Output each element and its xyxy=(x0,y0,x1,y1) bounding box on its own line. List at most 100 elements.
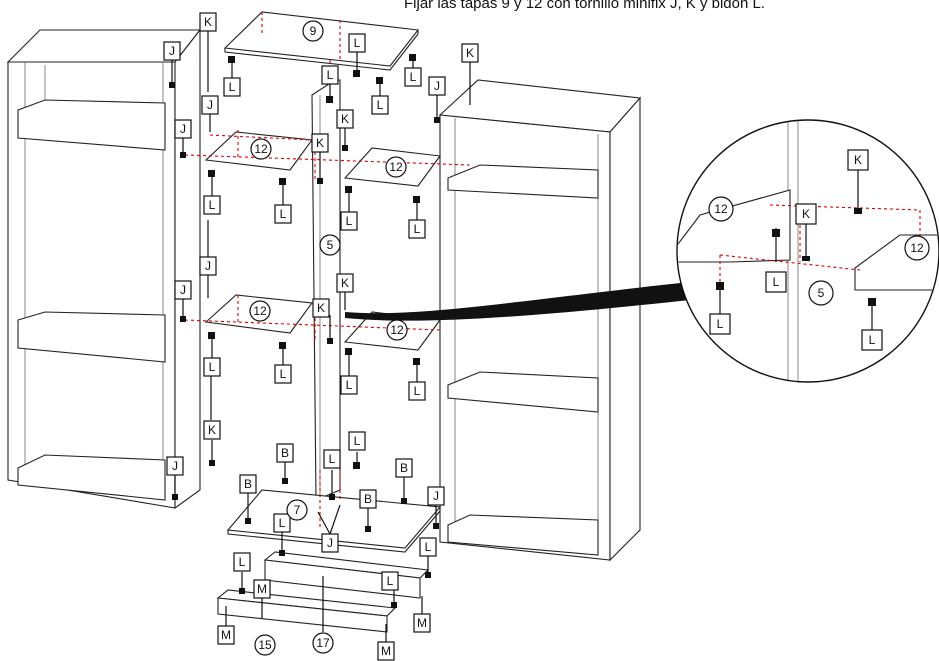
svg-text:L: L xyxy=(209,360,216,374)
callout-l-4: L xyxy=(404,67,422,87)
svg-text:7: 7 xyxy=(294,503,301,517)
callout-l-13: L xyxy=(408,381,426,401)
svg-text:5: 5 xyxy=(818,286,825,300)
part-label-5: 5 xyxy=(319,234,341,256)
right-cabinet xyxy=(438,79,642,562)
callout-l-7: L xyxy=(274,204,292,224)
callout-l-9: L xyxy=(408,219,426,239)
callout-b-4: B xyxy=(359,489,377,509)
svg-text:L: L xyxy=(209,198,216,212)
svg-text:J: J xyxy=(169,44,175,58)
callout-l-5: L xyxy=(371,95,389,115)
svg-text:K: K xyxy=(854,153,862,167)
callout-k-mag-1: K xyxy=(847,149,869,171)
svg-text:J: J xyxy=(205,259,211,273)
svg-text:J: J xyxy=(180,283,186,297)
callout-j-1: J xyxy=(163,41,181,61)
svg-text:M: M xyxy=(417,616,427,630)
svg-text:L: L xyxy=(280,207,287,221)
svg-text:B: B xyxy=(281,446,289,460)
top-panel-9 xyxy=(223,11,420,71)
svg-text:L: L xyxy=(425,540,432,554)
callout-k-divider-3: K xyxy=(336,273,354,293)
callout-m-1: M xyxy=(253,579,271,599)
svg-text:L: L xyxy=(279,516,286,530)
callout-j-4: J xyxy=(199,256,217,276)
svg-text:15: 15 xyxy=(258,638,272,652)
callout-k-top: K xyxy=(199,12,217,32)
callout-l-2: L xyxy=(348,33,366,53)
svg-text:M: M xyxy=(221,628,231,642)
svg-text:B: B xyxy=(364,492,372,506)
callout-k-mag-2: K xyxy=(795,203,817,225)
svg-text:L: L xyxy=(327,68,334,82)
svg-text:L: L xyxy=(414,222,421,236)
callout-l-17: L xyxy=(419,537,437,557)
svg-text:M: M xyxy=(257,582,267,596)
callout-j-5: J xyxy=(174,280,192,300)
svg-text:L: L xyxy=(869,333,876,347)
svg-text:12: 12 xyxy=(910,241,924,255)
callout-m-4: M xyxy=(377,641,395,661)
svg-text:L: L xyxy=(239,555,246,569)
part-label-12-b: 12 xyxy=(385,156,407,178)
svg-text:L: L xyxy=(410,70,417,84)
plinth-15 xyxy=(216,589,397,633)
part-label-12-d: 12 xyxy=(386,319,408,341)
svg-text:B: B xyxy=(400,461,408,475)
callout-l-3: L xyxy=(321,65,339,85)
svg-text:J: J xyxy=(433,489,439,503)
callout-m-2: M xyxy=(413,613,431,633)
svg-text:J: J xyxy=(207,98,213,112)
svg-text:J: J xyxy=(327,536,333,550)
callout-j-right: J xyxy=(428,76,446,96)
svg-text:K: K xyxy=(316,136,324,150)
svg-text:12: 12 xyxy=(390,323,404,337)
callout-l-15: L xyxy=(323,449,341,469)
callout-l-mag-3: L xyxy=(861,329,883,351)
svg-text:12: 12 xyxy=(254,142,268,156)
callout-b-1: B xyxy=(276,443,294,463)
part-label-12-c: 12 xyxy=(249,300,271,322)
svg-text:L: L xyxy=(280,367,287,381)
callout-k-divider-1: K xyxy=(336,109,354,129)
svg-text:J: J xyxy=(172,459,178,473)
callout-m-3: M xyxy=(217,625,235,645)
svg-text:L: L xyxy=(329,452,336,466)
callout-j-7: J xyxy=(427,486,445,506)
svg-text:M: M xyxy=(381,644,391,658)
part-label-12-a: 12 xyxy=(250,138,272,160)
svg-text:K: K xyxy=(466,46,474,60)
callout-l-mag-1: L xyxy=(765,271,787,293)
callout-l-1: L xyxy=(223,77,241,97)
callout-k-divider-2: K xyxy=(311,133,329,153)
callout-k-divider-4: K xyxy=(312,298,330,318)
callout-l-19: L xyxy=(381,571,399,591)
part-label-17: 17 xyxy=(312,632,334,654)
callout-j-8: J xyxy=(321,533,339,553)
svg-text:L: L xyxy=(354,36,361,50)
connector-wires xyxy=(169,31,471,642)
svg-text:L: L xyxy=(377,98,384,112)
svg-text:J: J xyxy=(434,79,440,93)
callout-l-18: L xyxy=(233,552,251,572)
left-cabinet xyxy=(6,28,202,510)
svg-text:L: L xyxy=(346,214,353,228)
svg-text:12: 12 xyxy=(714,202,728,216)
callout-j-2: J xyxy=(201,95,219,115)
svg-text:L: L xyxy=(354,434,361,448)
svg-text:J: J xyxy=(180,122,186,136)
svg-text:K: K xyxy=(317,301,325,315)
svg-text:L: L xyxy=(773,275,780,289)
svg-text:L: L xyxy=(229,80,236,94)
svg-text:K: K xyxy=(341,276,349,290)
callout-l-mag-2: L xyxy=(709,313,731,335)
part-label-12-mag-b: 12 xyxy=(904,235,930,261)
svg-text:12: 12 xyxy=(253,304,267,318)
svg-text:L: L xyxy=(717,317,724,331)
assembly-instruction-caption: Fijar las tapas 9 y 12 con tornillo mini… xyxy=(404,0,765,12)
part-label-9: 9 xyxy=(302,20,324,42)
callout-l-11: L xyxy=(274,364,292,384)
callout-l-14: L xyxy=(348,431,366,451)
callout-k-lower: K xyxy=(203,420,221,440)
